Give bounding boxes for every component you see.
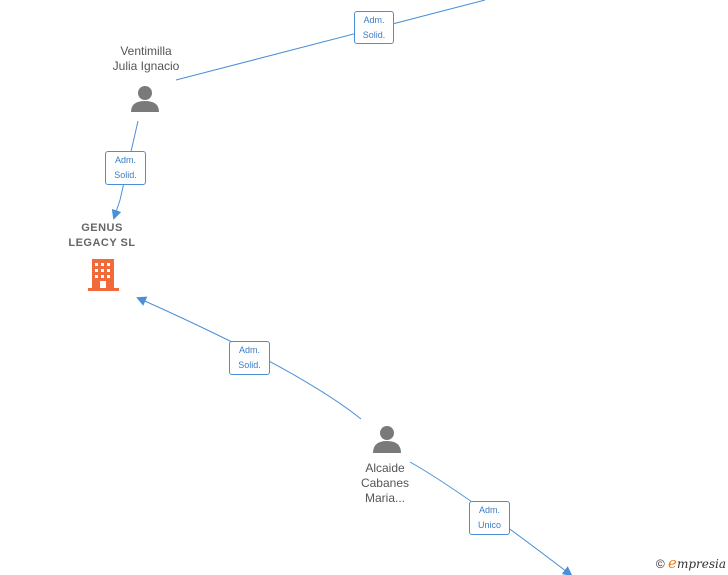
person-name-line: Maria... — [364, 491, 405, 505]
role-line: Adm. — [238, 345, 260, 355]
company-name-line: LEGACY SL — [68, 237, 136, 249]
role-box[interactable]: Adm. Unico — [469, 501, 510, 535]
role-line: Solid. — [362, 30, 386, 40]
role-line: Adm. — [478, 505, 500, 515]
role-box[interactable]: Adm. Solid. — [229, 341, 270, 375]
company-name-line: GENUS — [81, 222, 123, 234]
person-name-line: Ventimilla — [120, 44, 172, 58]
person-name-line: Alcaide — [365, 461, 405, 475]
empresia-watermark: © empresia — [656, 555, 726, 572]
role-line: Solid. — [114, 170, 137, 180]
role-line: Adm. — [114, 155, 136, 165]
edge-line-person1-company — [111, 120, 139, 220]
person-name-line: Julia Ignacio — [112, 59, 180, 73]
role-box[interactable]: Adm. Solid. — [354, 11, 394, 44]
brand-name: mpresia — [676, 557, 726, 571]
person-node-label[interactable]: Ventimilla Julia Ignacio — [96, 44, 196, 74]
copyright-icon: © — [655, 557, 665, 571]
edge-line-person2-company — [136, 296, 362, 420]
person-icon[interactable] — [131, 86, 159, 112]
role-line: Adm. — [363, 15, 385, 25]
role-line: Solid. — [238, 360, 261, 370]
brand-initial: e — [668, 554, 677, 572]
person-icon[interactable] — [373, 426, 401, 453]
person-name-line: Cabanes — [360, 476, 410, 490]
building-icon[interactable] — [88, 259, 119, 291]
company-node-label[interactable]: GENUS LEGACY SL — [52, 221, 152, 251]
role-box[interactable]: Adm. Solid. — [105, 151, 146, 185]
role-line: Unico — [477, 520, 501, 530]
edge-line-top — [175, 0, 486, 81]
person-node-label[interactable]: Alcaide Cabanes Maria... — [335, 461, 435, 506]
